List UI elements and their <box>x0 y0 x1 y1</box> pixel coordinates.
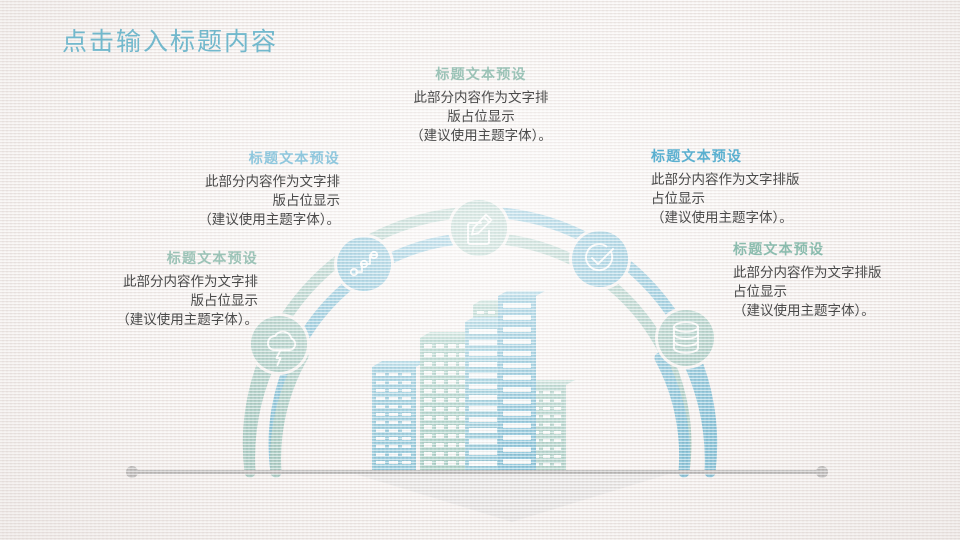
baseline-endpoint-right <box>816 466 828 478</box>
body-line: （建议使用主题字体）。 <box>410 128 552 145</box>
text-block-top: 标题文本预设 此部分内容作为文字排 版占位显示 （建议使用主题字体）。 <box>395 66 567 146</box>
text-block-upper-left: 标题文本预设 此部分内容作为文字排 版占位显示 （建议使用主题字体）。 <box>140 150 340 230</box>
body-line: 此部分内容作为文字排版 <box>651 171 800 188</box>
text-block-heading: 标题文本预设 <box>248 151 340 167</box>
baseline-endpoint-left <box>126 466 138 478</box>
node-network[interactable] <box>334 234 394 294</box>
body-line: 此部分内容作为文字排 <box>205 173 340 190</box>
node-check[interactable] <box>569 228 631 290</box>
body-line: 版占位显示 <box>272 193 341 210</box>
body-line: 版占位显示 <box>190 293 259 310</box>
text-block-body: 此部分内容作为文字排 版占位显示 （建议使用主题字体）。 <box>58 273 258 330</box>
text-block-body: 此部分内容作为文字排版 占位显示 （建议使用主题字体）。 <box>651 171 881 228</box>
text-block-heading: 标题文本预设 <box>435 67 527 83</box>
body-line: 占位显示 <box>651 191 705 208</box>
text-block-body: 此部分内容作为文字排 版占位显示 （建议使用主题字体）。 <box>395 89 567 146</box>
node-database[interactable] <box>655 307 717 369</box>
body-line: 此部分内容作为文字排 <box>123 273 258 290</box>
body-line: （建议使用主题字体）。 <box>651 210 793 227</box>
node-circle[interactable] <box>572 231 628 287</box>
body-line: （建议使用主题字体）。 <box>733 303 875 320</box>
text-block-body: 此部分内容作为文字排 版占位显示 （建议使用主题字体）。 <box>140 173 340 230</box>
body-line: （建议使用主题字体）。 <box>198 212 340 229</box>
text-block-heading: 标题文本预设 <box>651 149 743 165</box>
text-block-upper-right: 标题文本预设 此部分内容作为文字排版 占位显示 （建议使用主题字体）。 <box>651 148 881 228</box>
text-block-heading: 标题文本预设 <box>166 251 258 267</box>
body-line: 占位显示 <box>733 284 787 301</box>
city-ground-shadow <box>352 473 672 522</box>
node-edit[interactable] <box>448 197 510 259</box>
body-line: 此部分内容作为文字排 <box>413 89 549 106</box>
body-line: 此部分内容作为文字排版 <box>733 264 882 281</box>
building <box>372 361 426 472</box>
text-block-lower-left: 标题文本预设 此部分内容作为文字排 版占位显示 （建议使用主题字体）。 <box>58 250 258 330</box>
text-block-lower-right: 标题文本预设 此部分内容作为文字排版 占位显示 （建议使用主题字体）。 <box>733 241 960 321</box>
body-line: 版占位显示 <box>447 109 515 126</box>
text-block-body: 此部分内容作为文字排版 占位显示 （建议使用主题字体）。 <box>733 264 960 321</box>
text-block-heading: 标题文本预设 <box>733 242 825 258</box>
city-skyline <box>372 291 575 472</box>
page-title: 点击输入标题内容 <box>62 27 279 56</box>
node-circle[interactable] <box>451 200 507 256</box>
body-line: （建议使用主题字体）。 <box>116 312 258 329</box>
arc-inner-bottomright-blue <box>654 352 691 478</box>
